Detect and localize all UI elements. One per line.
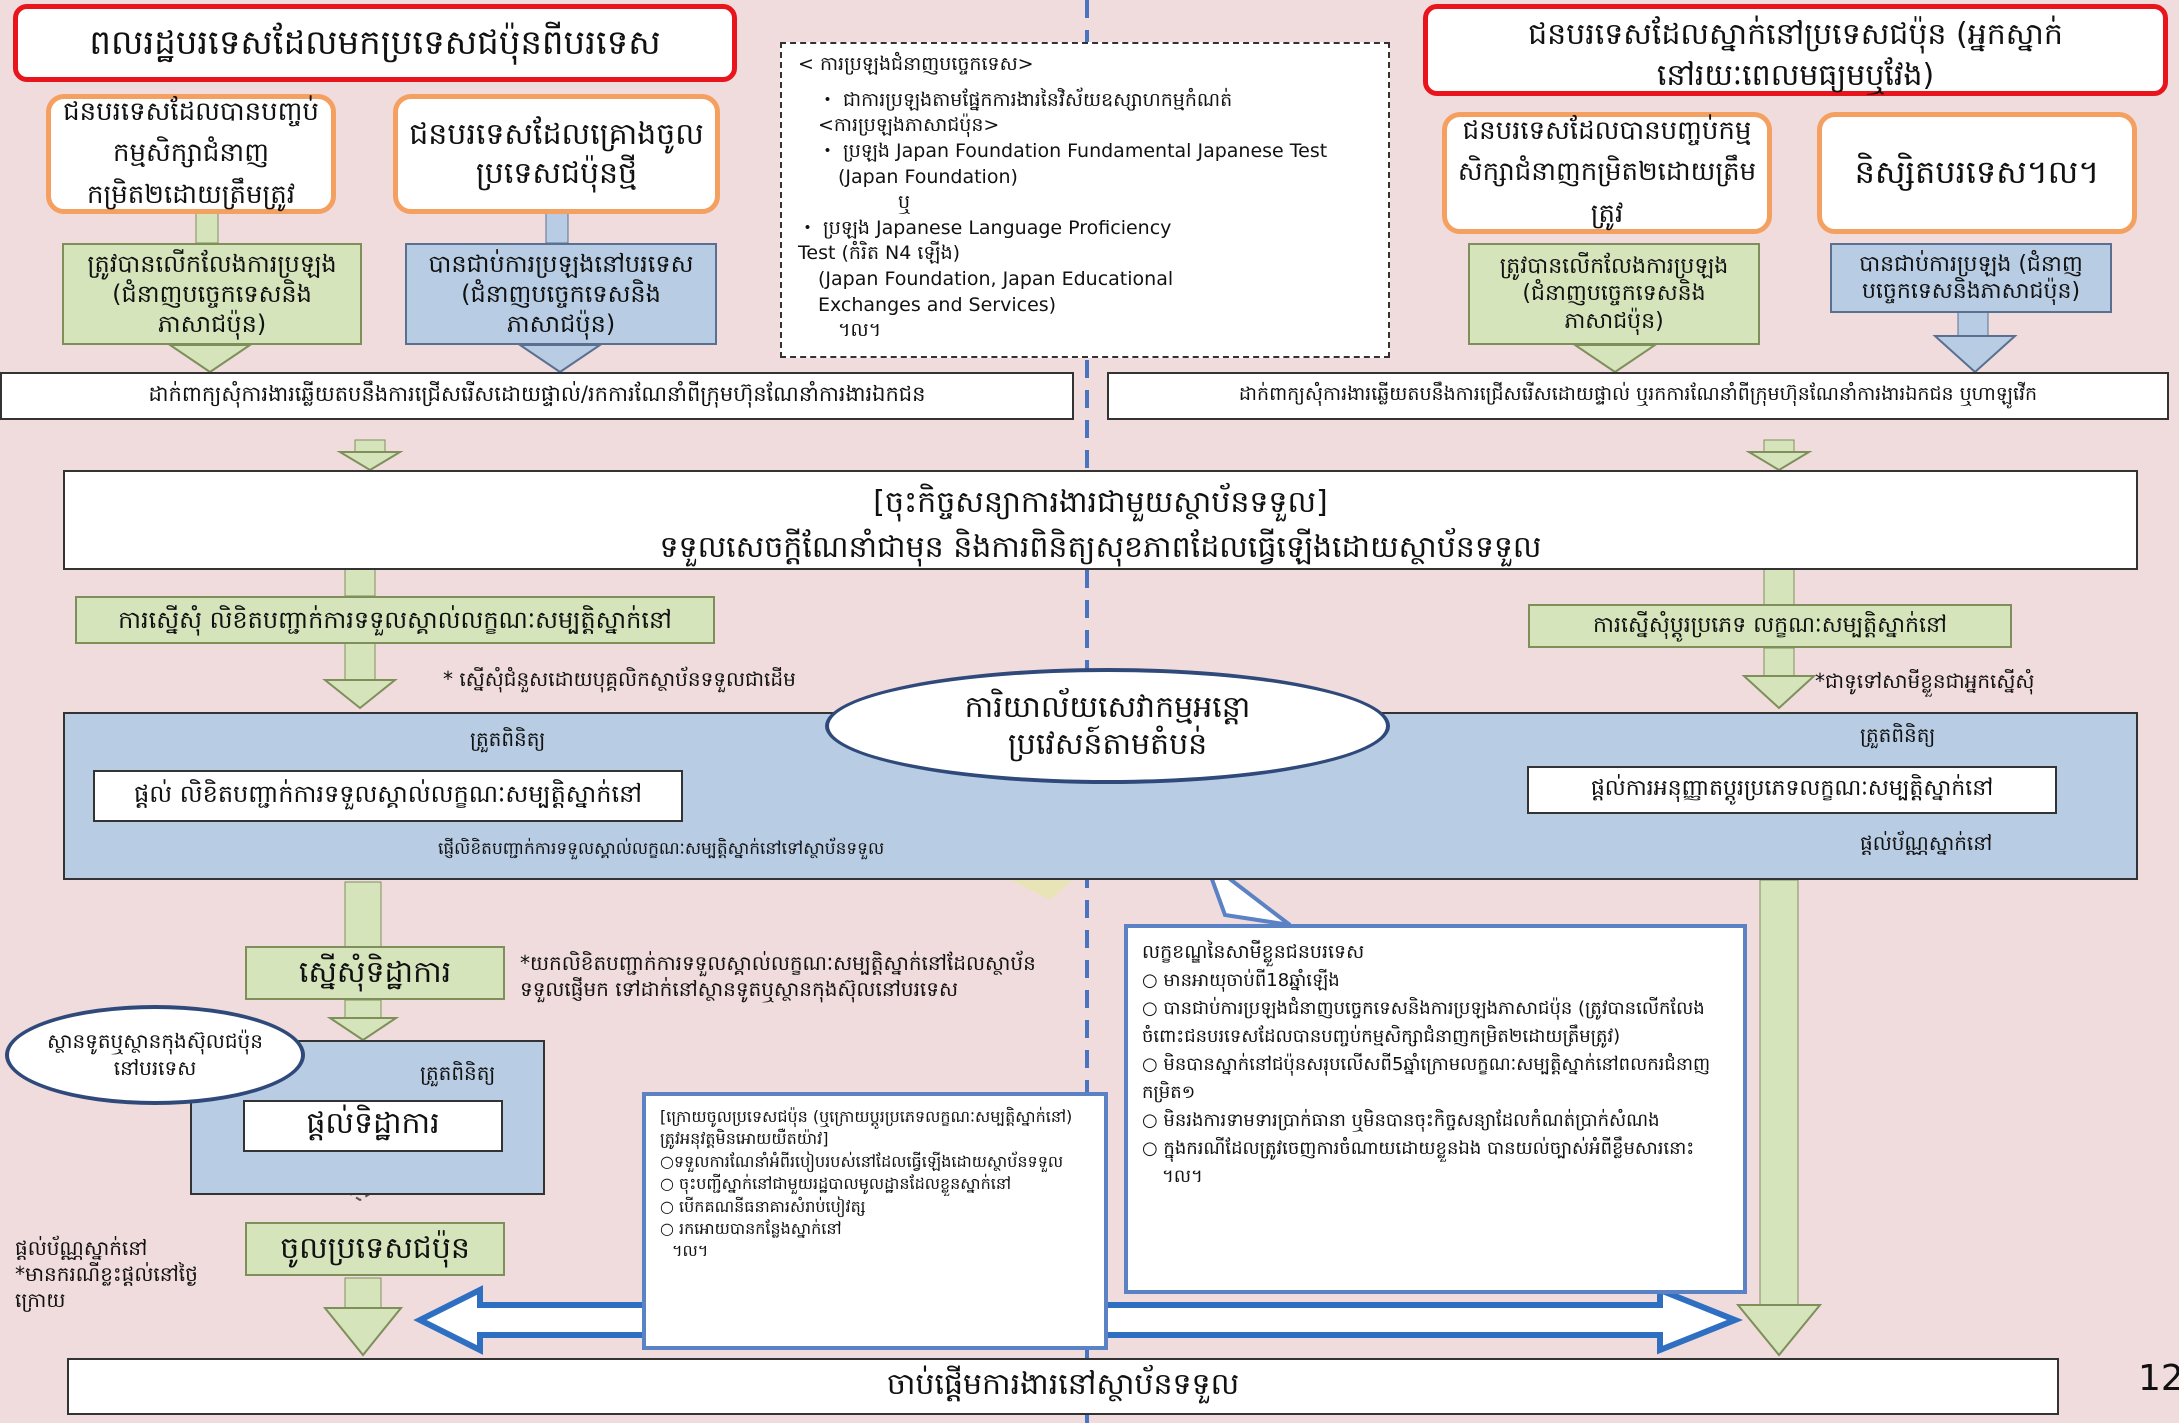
criteria-item-1: ○ មានអាយុចាប់ពី18ឆ្នាំឡើង [1142, 970, 1340, 992]
exam-header: < ការប្រឡងជំនាញបច្ចេកទេស> [798, 53, 1034, 75]
residence-card-left: ផ្តល់ប័ណ្ណស្នាក់នៅ *មានករណីខ្លះផ្តល់នៅថ្… [15, 1235, 235, 1313]
exam-line-6: ・ ប្រឡង Japanese Language Proficiency Te… [798, 216, 1172, 265]
status-change-request: ការស្នើសុំប្តូរប្រភេទ លក្ខណៈសម្បត្តិស្នា… [1528, 604, 2012, 648]
exam-line-5: ឬ [898, 191, 911, 214]
issue-visa: ផ្តល់ទិដ្ឋាការ [243, 1100, 503, 1152]
foreigner-criteria-box: លក្ខខណ្ឌនៃសាមីខ្លួនជនបរទេស ○ មានអាយុចាប់… [1124, 924, 1747, 1294]
connector-1 [195, 212, 219, 244]
arrow-to-band-right [1741, 675, 1817, 710]
exam-line-7: (Japan Foundation, Japan Educational Exc… [818, 268, 1174, 316]
left-exam-passed: បានជាប់ការប្រឡងនៅបរទេស (ជំនាញបច្ចេកទេសនិ… [405, 243, 717, 345]
arrow-to-contract-right [1745, 451, 1813, 472]
arrow-to-contract-left [336, 451, 404, 472]
exam-line-8: ។ល។ [838, 319, 882, 342]
exam-line-4: (Japan Foundation) [838, 165, 1018, 188]
arrow-to-start-right [1735, 1304, 1823, 1357]
left-job-application: ដាក់ពាក្យសុំការងារឆ្លើយតបនឹងការជ្រើសរើសដ… [0, 372, 1074, 420]
right-group-title: ជនបរទេសដែលស្នាក់នៅប្រទេសជប៉ុន (អ្នកស្នាក… [1423, 4, 2168, 96]
criteria-item-2: ○ បានជាប់ការប្រឡងជំនាញបច្ចេកទេសនិងការប្រ… [1142, 998, 1705, 1048]
send-coe-note: ផ្ញើលិខិតបញ្ជាក់ការទទួលស្គាល់លក្ខណៈសម្បត… [438, 839, 885, 859]
after-entry-item-2: ○ ចុះបញ្ជីស្នាក់នៅជាមួយរដ្ឋបាលមូលដ្ឋានដែ… [660, 1174, 1012, 1194]
criteria-item-4: ○ មិនរងការទាមទារប្រាក់ធានា ឬមិនបានចុះកិច… [1142, 1109, 1660, 1131]
left-exam-exempt: ត្រូវបានលើកលែងការប្រឡង (ជំនាញបច្ចេកទេសនិ… [62, 243, 362, 345]
criteria-item-5: ○ ក្នុងករណីដែលត្រូវចេញការចំណាយដោយខ្លួនឯង… [1142, 1137, 1695, 1159]
embassy-review-label: ត្រួតពិនិត្យ [420, 1061, 496, 1085]
embassy-ellipse: ស្ថានទូតឬស្ថានកុងស៊ុលជប៉ុននៅបរទេស [5, 1005, 305, 1105]
visa-request-note: *យកលិខិតបញ្ជាក់ការទទួលស្គាល់លក្ខណៈសម្បត្… [520, 951, 1036, 1001]
status-change-note: *ជាទូទៅសាមីខ្លួនជាអ្នកស្នើសុំ [1815, 669, 2035, 693]
arrow-down-green-2 [1571, 344, 1659, 374]
page-number: 12 [2138, 1358, 2179, 1399]
arrow-down-blue-2 [1932, 335, 2018, 374]
issue-status-change-permit: ផ្តល់ការអនុញ្ញាតប្តូរប្រភេទលក្ខណៈសម្បត្ត… [1527, 766, 2057, 814]
regional-immigration-office: ការិយាល័យសេវាកម្មអន្តោ ប្រវេសន៍តាមតំបន់ [825, 668, 1390, 784]
coe-request-note: * ស្នើសុំជំនួសដោយបុគ្គលិកស្ថាប័នទទួលជាដើ… [443, 667, 796, 691]
right-card-students: និស្សិតបរទេស។ល។ [1817, 112, 2137, 234]
right-card-completed-trainees: ជនបរទេសដែលបានបញ្ចប់កម្មសិក្សាជំនាញកម្រិត… [1442, 112, 1772, 234]
exam-line-2: <ការប្រឡងភាសាជប៉ុន> [818, 114, 1000, 137]
criteria-item-6: ។ល។ [1162, 1165, 1203, 1187]
arrow-down-blue-1 [516, 344, 604, 374]
after-entry-item-3: ○ បើកគណនីធនាគារសំរាប់បៀវត្ស [660, 1196, 866, 1216]
exam-line-1: ・ ជាការប្រឡងតាមផ្នែកការងារនៃវិស័យឧស្សាហក… [818, 88, 1233, 111]
after-entry-item-1: ○ទទួលការណែនាំអំពីរបៀបរបស់នៅដែលធ្វើឡើងដោយ… [660, 1151, 1064, 1171]
entry-to-japan: ចូលប្រទេសជប៉ុន [245, 1222, 505, 1276]
after-entry-title: [ក្រោយចូលប្រទេសជប៉ុន (ឬក្រោយប្តូរប្រភេទល… [660, 1107, 1073, 1149]
after-entry-item-4: ○ រកអោយបានកន្លែងស្នាក់នៅ [660, 1218, 842, 1238]
criteria-title: លក្ខខណ្ឌនៃសាមីខ្លួនជនបរទេស [1142, 941, 1365, 963]
left-card-new-entrants: ជនបរទេសដែលគ្រោងចូលប្រទេសជប៉ុនថ្មី [393, 94, 720, 214]
right-review-label: ត្រួតពិនិត្យ [1860, 723, 1936, 747]
connector-2 [545, 212, 569, 244]
contract-line-1: [ចុះកិច្ចសន្យាការងារជាមួយស្ថាប័នទទួល] [873, 485, 1328, 520]
after-entry-item-5: ។ល។ [672, 1241, 709, 1261]
right-title-line-1: ជនបរទេសដែលស្នាក់នៅប្រទេសជប៉ុន (អ្នកស្នាក… [1528, 17, 2063, 52]
residence-card-line-2: *មានករណីខ្លះផ្តល់នៅថ្ងៃក្រោយ [15, 1262, 198, 1312]
office-line-2: ប្រវេសន៍តាមតំបន់ [1007, 727, 1208, 762]
coe-request: ការស្នើសុំ លិខិតបញ្ជាក់ការទទួលស្គាល់លក្ខ… [75, 596, 715, 644]
issue-residence-card-right: ផ្តល់ប័ណ្ណស្នាក់នៅ [1860, 831, 1993, 855]
issue-coe: ផ្តល់ លិខិតបញ្ជាក់ការទទួលស្គាល់លក្ខណៈសម្… [93, 770, 683, 822]
office-line-1: ការិយាល័យសេវាកម្មអន្តោ [964, 689, 1251, 725]
visa-request: ស្នើសុំទិដ្ឋាការ [245, 946, 505, 1000]
residence-card-line-1: ផ្តល់ប័ណ្ណស្នាក់នៅ [15, 1236, 148, 1260]
contract-line-2: ទទួលសេចក្តីណែនាំជាមុន និងការពិនិត្យសុខភា… [659, 530, 1542, 565]
right-title-line-2: នៅរយៈពេលមធ្យមឬវែង) [1656, 57, 1935, 93]
arrow-to-band-left [322, 679, 398, 710]
right-exam-exempt: ត្រូវបានលើកលែងការប្រឡង (ជំនាញបច្ចេកទេសនិ… [1468, 243, 1760, 345]
left-card-completed-trainees: ជនបរទេសដែលបានបញ្ចប់កម្មសិក្សាជំនាញកម្រិត… [46, 94, 336, 214]
right-job-application: ដាក់ពាក្យសុំការងារឆ្លើយតបនឹងការជ្រើសរើសដ… [1107, 372, 2169, 420]
exam-info-box: < ការប្រឡងជំនាញបច្ចេកទេស> ・ ជាការប្រឡងតា… [780, 42, 1390, 358]
criteria-item-3: ○ មិនបានស្នាក់នៅជប៉ុនសរុបលើសពី5ឆ្នាំក្រោ… [1142, 1054, 1711, 1103]
arrow-down-green-1 [166, 344, 254, 374]
left-review-label: ត្រួតពិនិត្យ [470, 727, 546, 751]
right-exam-passed: បានជាប់ការប្រឡង (ជំនាញបច្ចេកទេសនិងភាសាជប… [1830, 243, 2112, 313]
after-entry-box: [ក្រោយចូលប្រទេសជប៉ុន (ឬក្រោយប្តូរប្រភេទល… [642, 1092, 1108, 1350]
arrow-to-start-left [322, 1307, 404, 1357]
exam-line-3: ・ ប្រឡង Japan Foundation Fundamental Jap… [818, 139, 1328, 162]
start-work-box: ចាប់ផ្តើមការងារនៅស្ថាប័នទទួល [67, 1358, 2059, 1415]
left-group-title: ពលរដ្ឋបរទេសដែលមកប្រទេសជប៉ុនពីបរទេស [13, 4, 737, 82]
employment-contract-box: [ចុះកិច្ចសន្យាការងារជាមួយស្ថាប័នទទួល] ទទ… [63, 470, 2138, 570]
